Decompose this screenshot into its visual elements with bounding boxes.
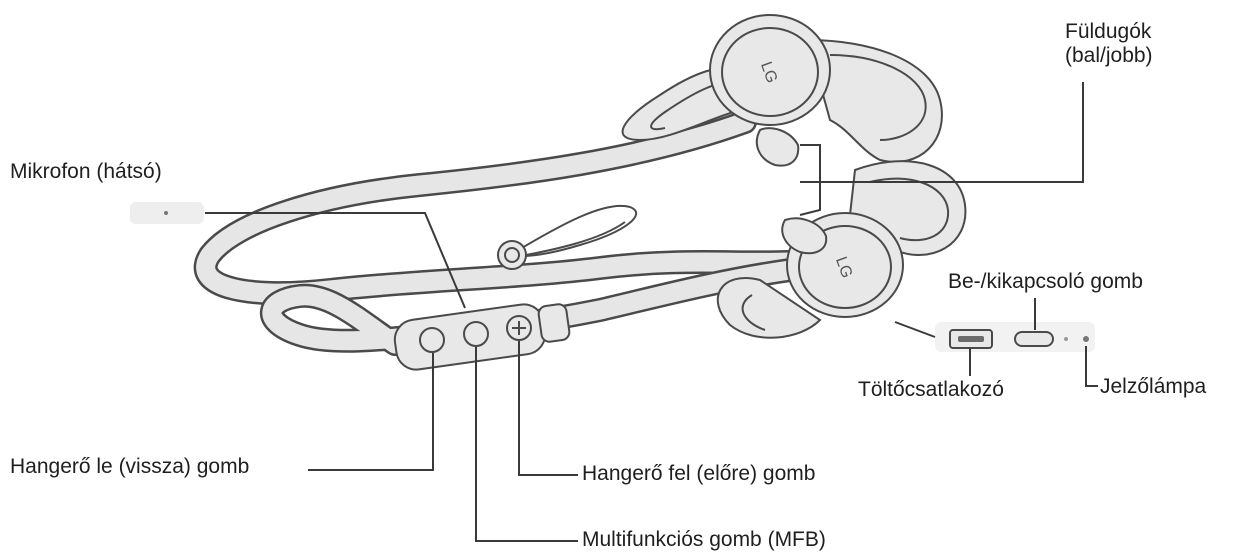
mfb-button-shape bbox=[463, 321, 489, 347]
earbud-lower: LG bbox=[716, 160, 967, 339]
leader-lines bbox=[205, 82, 1098, 542]
charging-port-label: Töltőcsatlakozó bbox=[858, 378, 1004, 401]
lower-earbud-logo: LG bbox=[832, 255, 855, 281]
power-button-shape bbox=[1014, 331, 1054, 347]
upper-earbud-logo: LG bbox=[757, 60, 780, 86]
volume-down-label: Hangerő le (vissza) gomb bbox=[10, 455, 250, 478]
mfb-label: Multifunkciós gomb (MFB) bbox=[582, 528, 826, 551]
earbuds-label: Füldugók (bal/jobb) bbox=[1065, 20, 1205, 68]
earbuds-label-line1: Füldugók bbox=[1065, 20, 1152, 43]
volume-up-label: Hangerő fel (előre) gomb bbox=[582, 462, 816, 485]
microphone-label: Mikrofon (hátsó) bbox=[10, 160, 162, 183]
control-panel bbox=[935, 322, 1095, 352]
indicator-led bbox=[1083, 336, 1089, 342]
earbud-upper: LG bbox=[621, 14, 943, 167]
indicator-label: Jelzőlámpa bbox=[1100, 375, 1207, 398]
remote-control-unit bbox=[393, 303, 571, 371]
cord-adjuster bbox=[497, 240, 527, 270]
earbuds-label-line2: (bal/jobb) bbox=[1065, 44, 1153, 68]
vol-down-button-shape bbox=[419, 327, 445, 353]
power-button-label: Be-/kikapcsoló gomb bbox=[948, 270, 1143, 293]
